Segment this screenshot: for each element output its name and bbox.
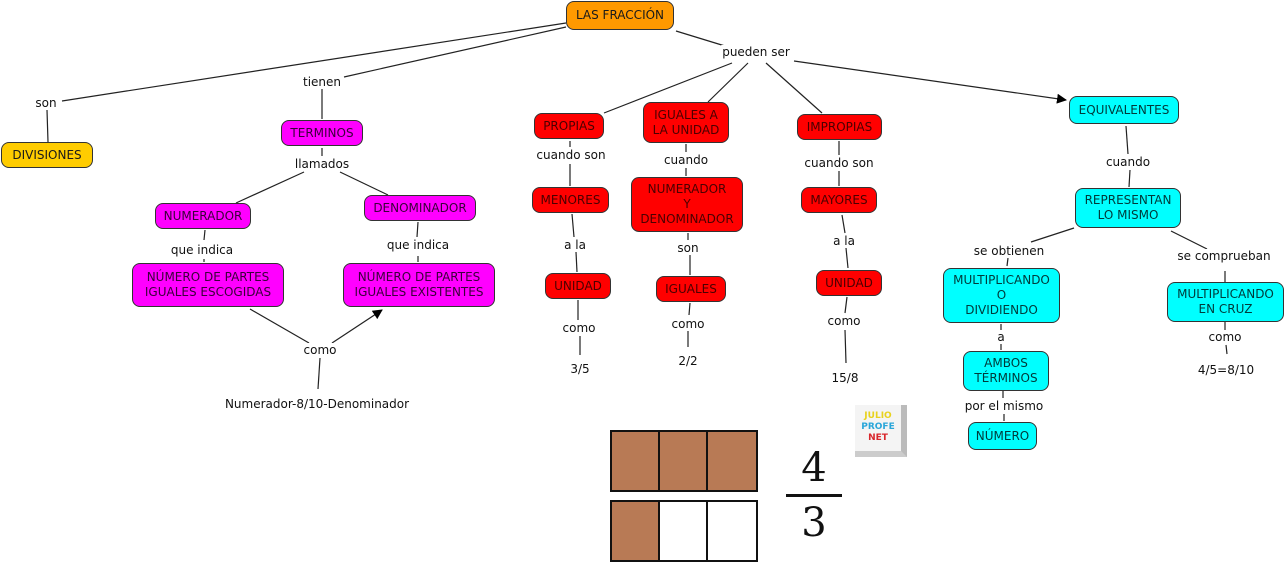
grid-cell-filled [708, 432, 756, 490]
node-menores[interactable]: MENORES [532, 187, 609, 213]
example-numerador-denominador: Numerador-8/10-Denominador [224, 397, 410, 411]
grid-cell-filled [612, 502, 660, 560]
link-como-equivalentes: como [1207, 330, 1243, 344]
node-mayores[interactable]: MAYORES [801, 187, 877, 213]
link-son-iguales: son [676, 241, 700, 255]
link-llamados: llamados [293, 157, 351, 171]
node-divisiones[interactable]: DIVISIONES [1, 142, 93, 168]
link-son: son [34, 96, 58, 110]
node-propias[interactable]: PROPIAS [534, 113, 604, 139]
link-como-iguales: como [670, 317, 706, 331]
link-cuando-son-propias: cuando son [535, 148, 607, 162]
node-numero-partes-escogidas[interactable]: NÚMERO DE PARTES IGUALES ESCOGIDAS [132, 263, 284, 307]
link-como-terminos: como [302, 343, 338, 357]
example-equivalentes: 4/5=8/10 [1197, 363, 1255, 377]
link-tienen: tienen [301, 75, 343, 89]
grid-cell-filled [660, 432, 708, 490]
node-numero[interactable]: NÚMERO [968, 422, 1037, 450]
fraction-grid-row-1 [610, 430, 758, 492]
node-numerador[interactable]: NUMERADOR [155, 203, 251, 229]
node-representan-lo-mismo[interactable]: REPRESENTAN LO MISMO [1075, 188, 1181, 228]
link-como-propias: como [561, 321, 597, 335]
fraction-denominator: 3 [801, 500, 827, 546]
node-numerador-y-denominador[interactable]: NUMERADOR Y DENOMINADOR [631, 177, 743, 232]
link-que-indica-numerador: que indica [169, 243, 235, 257]
fraction-bar [786, 494, 842, 497]
logo-line-1: JULIO [864, 411, 892, 421]
node-multiplicando-en-cruz[interactable]: MULTIPLICANDO EN CRUZ [1167, 282, 1284, 322]
node-ambos-terminos[interactable]: AMBOS TÉRMINOS [963, 351, 1049, 391]
node-numero-partes-existentes[interactable]: NÚMERO DE PARTES IGUALES EXISTENTES [343, 263, 495, 307]
fraction-numerator: 4 [801, 445, 827, 491]
link-se-comprueban: se comprueban [1176, 249, 1272, 263]
julioprofe-logo: JULIO PROFE NET [855, 405, 907, 457]
grid-cell-filled [612, 432, 660, 490]
example-propias: 3/5 [570, 362, 590, 376]
link-a: a [996, 330, 1006, 344]
link-a-la-menores: a la [563, 238, 587, 252]
link-a-la-mayores: a la [832, 234, 856, 248]
link-cuando-iguales: cuando [662, 153, 710, 167]
link-pueden-ser: pueden ser [721, 45, 791, 59]
node-unidad-impropias[interactable]: UNIDAD [816, 270, 882, 296]
node-multiplicando-o-dividiendo[interactable]: MULTIPLICANDO O DIVIDIENDO [943, 268, 1060, 323]
logo-line-2: PROFE [861, 422, 895, 432]
link-cuando-equivalentes: cuando [1104, 155, 1152, 169]
node-iguales[interactable]: IGUALES [656, 276, 726, 302]
node-unidad-propias[interactable]: UNIDAD [545, 273, 611, 299]
example-iguales: 2/2 [678, 354, 698, 368]
root-node-las-fraccion[interactable]: LAS FRACCIÓN [566, 1, 674, 30]
link-por-el-mismo: por el mismo [963, 399, 1045, 413]
node-iguales-a-la-unidad[interactable]: IGUALES A LA UNIDAD [643, 102, 729, 143]
fraction-display: 4 3 [786, 446, 842, 545]
logo-line-3: NET [868, 433, 888, 443]
fraction-grid-row-2 [610, 500, 758, 562]
grid-cell-empty [708, 502, 756, 560]
node-equivalentes[interactable]: EQUIVALENTES [1069, 96, 1179, 124]
node-denominador[interactable]: DENOMINADOR [364, 195, 476, 221]
example-impropias: 15/8 [831, 371, 859, 385]
node-impropias[interactable]: IMPROPIAS [797, 114, 882, 140]
link-se-obtienen: se obtienen [972, 244, 1046, 258]
grid-cell-empty [660, 502, 708, 560]
link-cuando-son-impropias: cuando son [803, 156, 875, 170]
node-terminos[interactable]: TERMINOS [281, 120, 363, 146]
link-como-impropias: como [826, 314, 862, 328]
link-que-indica-denominador: que indica [385, 238, 451, 252]
